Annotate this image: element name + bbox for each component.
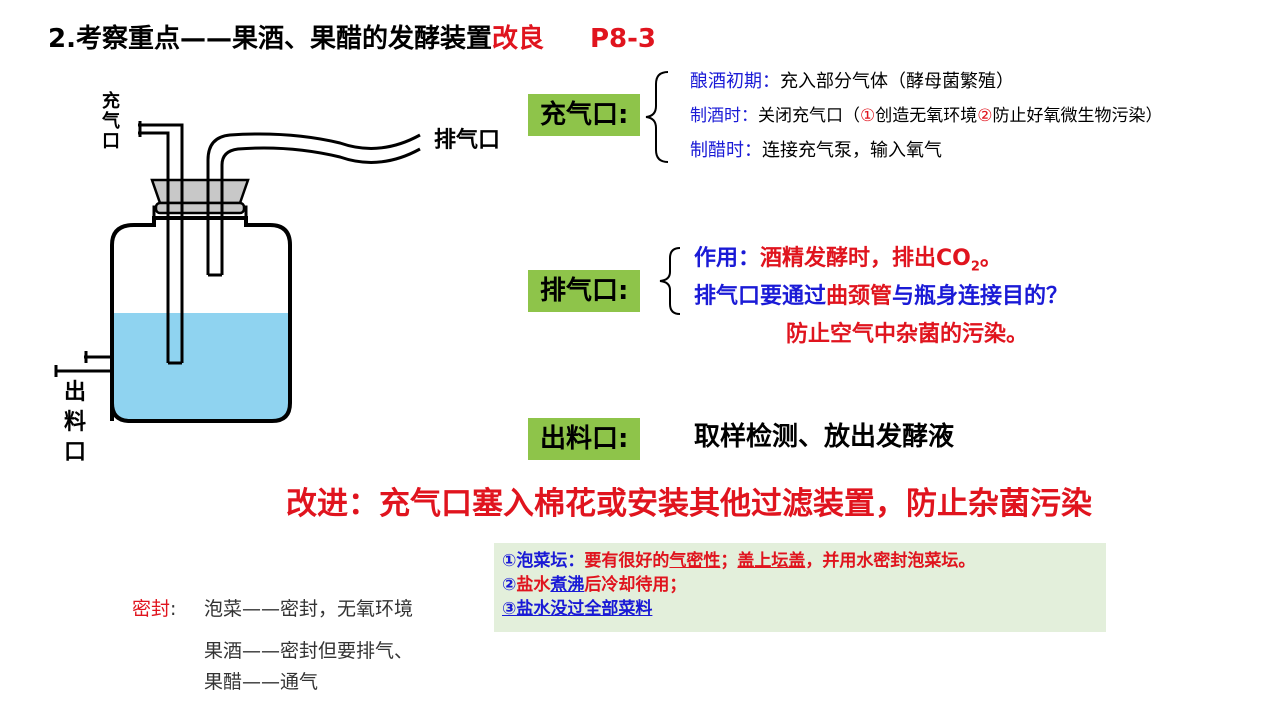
inlet-item-2: 制酒时：关闭充气口（①创造无氧环境②防止好氧微生物污染）	[690, 106, 1163, 126]
seal-line-1: 泡菜——密封，无氧环境	[204, 598, 414, 620]
page-title: 2.考察重点——果酒、果醋的发酵装置改良 P8-3	[48, 18, 656, 55]
bottle-body	[110, 216, 292, 423]
outlet-tag: 出料口:	[528, 418, 641, 460]
stopper	[150, 178, 250, 205]
seal-line-3: 果醋——通气	[204, 671, 319, 693]
improvement-text: 改进：充气口塞入棉花或安装其他过滤装置，防止杂菌污染	[286, 486, 1092, 522]
title-main: 2.考察重点——果酒、果醋的发酵装置	[48, 24, 492, 54]
liquid	[112, 313, 290, 421]
inlet-item-1: 酿酒初期：充入部分气体（酵母菌繁殖）	[690, 71, 1014, 92]
exhaust-function: 作用：酒精发酵时，排出CO2。	[694, 246, 1002, 275]
fermentation-apparatus-diagram	[54, 121, 421, 423]
inlet-tag: 充气口:	[528, 94, 641, 136]
seal-line-2: 果酒——密封但要排气、	[204, 640, 414, 662]
outlet-text: 取样检测、放出发酵液	[694, 422, 955, 452]
pickle-tips-box: ①泡菜坛：要有很好的气密性；盖上坛盖，并用水密封泡菜坛。 ②盐水煮沸后冷却待用；…	[494, 543, 1106, 632]
exhaust-answer: 防止空气中杂菌的污染。	[786, 322, 1029, 347]
exhaust-brace-icon	[659, 247, 681, 315]
outlet-diagram-label: 出 料 口	[64, 380, 87, 465]
title-highlight: 改良	[491, 24, 544, 54]
tip-line-2: ②盐水煮沸后冷却待用；	[502, 575, 687, 595]
inlet-item-3: 制醋时：连接充气泵，输入氧气	[690, 140, 942, 161]
title-page-ref: P8-3	[589, 24, 657, 54]
inlet-diagram-label: 充 气 口	[102, 91, 120, 152]
exhaust-question: 排气口要通过曲颈管与瓶身连接目的？	[694, 284, 1069, 309]
tip-line-1: ①泡菜坛：要有很好的气密性；盖上坛盖，并用水密封泡菜坛。	[502, 551, 976, 571]
exhaust-diagram-label: 排气口	[434, 128, 501, 153]
exhaust-tag: 排气口:	[528, 270, 641, 312]
inlet-brace-icon	[645, 71, 669, 163]
tip-line-3: ③盐水没过全部菜料	[502, 599, 653, 619]
seal-label: 密封:	[132, 598, 177, 620]
